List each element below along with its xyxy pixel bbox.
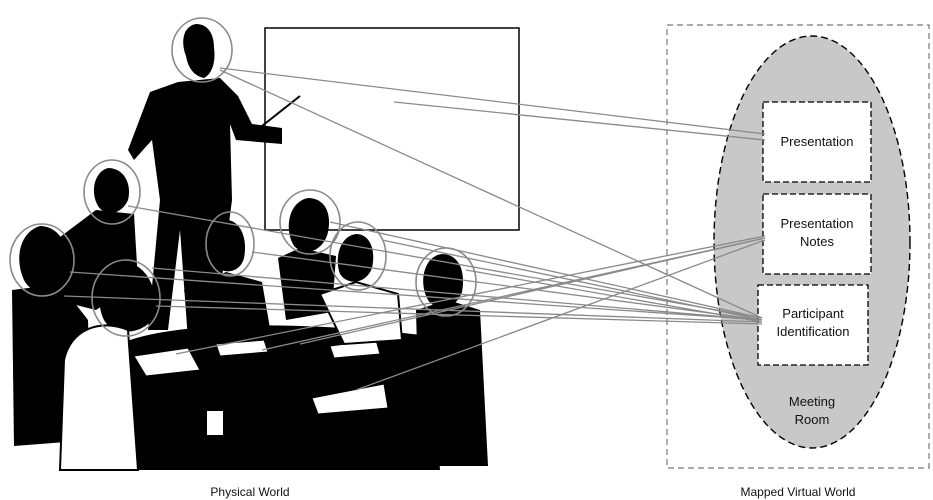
meeting-room-label-line1: Meeting	[789, 394, 835, 409]
participant-identification-label-line2: Identification	[777, 324, 850, 339]
virtual-world-caption: Mapped Virtual World	[741, 485, 856, 499]
virtual-world-panel: Presentation Presentation Notes Particip…	[667, 25, 929, 468]
presentation-notes-label-line2: Notes	[800, 234, 834, 249]
presentation-label: Presentation	[781, 134, 854, 149]
physical-world-caption: Physical World	[210, 485, 289, 499]
physical-world-scene	[10, 18, 519, 470]
meeting-room-label-line2: Room	[795, 412, 830, 427]
participant-identification-label-line1: Participant	[782, 306, 844, 321]
coffee-mug	[206, 410, 224, 436]
presentation-notes-label-line1: Presentation	[781, 216, 854, 231]
